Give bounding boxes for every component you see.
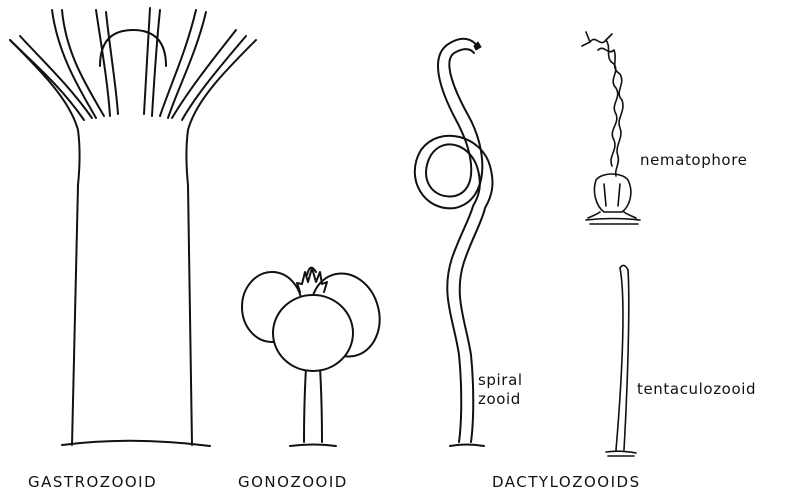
gastrozooid-drawing <box>10 8 256 446</box>
gonozooid-main-body <box>273 295 353 371</box>
nematophore-base <box>586 219 640 225</box>
spiral-zooid-base <box>450 445 484 447</box>
spiral-zooid-label-line2: zooid <box>478 390 521 408</box>
gastrozooid-tentacle-1 <box>10 36 92 120</box>
spiral-zooid-label: spiral zooid <box>478 371 548 409</box>
gastrozooid-base <box>62 441 210 446</box>
gonozooid-stalk <box>304 368 322 442</box>
nematophore-drawing <box>582 32 640 224</box>
gastrozooid-body <box>10 40 256 445</box>
gonozooid-base <box>290 445 336 447</box>
gonozooid-drawing <box>242 266 389 446</box>
nematophore-filament <box>590 39 618 166</box>
tentaculozooid-body <box>616 268 629 450</box>
nematophore-label: nematophore <box>640 153 747 168</box>
gastrozooid-tentacle-4 <box>144 8 160 116</box>
tentaculozooid-label: tentaculozooid <box>637 382 756 397</box>
spiral-zooid-label-line1: spiral <box>478 371 523 389</box>
dactylozooids-caption: DACTYLOZOOIDS <box>492 475 641 490</box>
tentaculozooid-base <box>606 451 636 456</box>
nematophore-flare <box>588 212 636 218</box>
gastrozooid-caption: GASTROZOOID <box>28 475 157 490</box>
nematophore-filament-2 <box>598 48 623 176</box>
gastrozooid-tentacle-2 <box>52 10 104 118</box>
nematophore-cup <box>594 174 630 212</box>
tentaculozooid-drawing <box>606 265 636 456</box>
tentaculozooid-tip <box>620 265 628 270</box>
gonozooid-caption: GONOZOOID <box>238 475 348 490</box>
gastrozooid-tentacle-6 <box>172 30 246 120</box>
nematophore-inner <box>604 184 620 206</box>
